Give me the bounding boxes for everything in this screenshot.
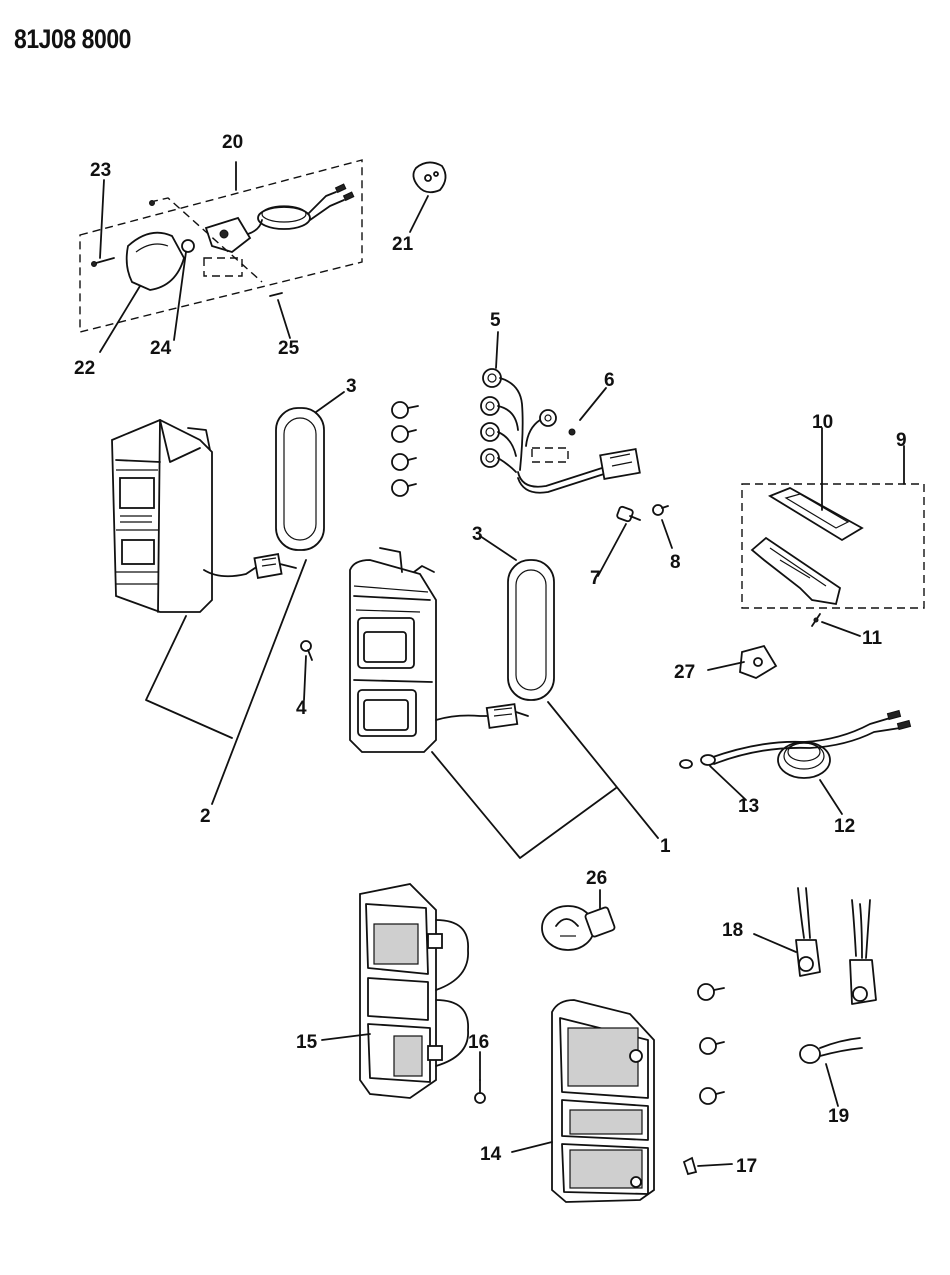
lamp-gasket-lower [507, 559, 555, 701]
bulb-26 [541, 905, 616, 951]
callout-15: 15 [296, 1032, 318, 1053]
socket-harness-18 [795, 887, 877, 1005]
callout-16: 16 [468, 1032, 489, 1053]
callout-12: 12 [834, 816, 855, 837]
bulb-sockets [391, 401, 419, 497]
callout-8: 8 [670, 552, 681, 573]
callout-3-lower: 3 [472, 524, 483, 545]
callout-19: 19 [828, 1106, 849, 1127]
callout-20: 20 [222, 132, 243, 153]
clip-and-screw [616, 504, 669, 523]
license-lamp-gasket [412, 161, 447, 194]
tail-lamp-right-center [349, 547, 529, 753]
callout-2: 2 [200, 806, 211, 827]
callout-5: 5 [490, 310, 501, 331]
callout-3-upper: 3 [346, 376, 357, 397]
callout-1: 1 [660, 836, 671, 857]
clip-17 [682, 1156, 698, 1176]
lamp-lens-right-lower [551, 999, 655, 1203]
lamp-lens-left-lower [359, 883, 469, 1099]
screw-4 [300, 640, 313, 661]
callout-17: 17 [736, 1156, 757, 1177]
page-title: 81J08 8000 [14, 24, 132, 54]
callout-14: 14 [480, 1144, 502, 1165]
callout-27: 27 [674, 662, 695, 683]
callout-7: 7 [590, 568, 601, 589]
callout-25: 25 [278, 338, 300, 359]
callout-23: 23 [90, 160, 111, 181]
tail-lamp-wiring-harness [480, 368, 641, 494]
socket-19 [799, 1037, 863, 1064]
callout-26: 26 [586, 868, 607, 889]
callout-9: 9 [896, 430, 907, 451]
mounting-plate [739, 644, 778, 679]
mounting-bracket-group [741, 483, 925, 609]
lamp-gasket-upper [275, 407, 325, 551]
license-lamp-assembly [79, 159, 363, 333]
callout-24: 24 [150, 338, 172, 359]
callout-21: 21 [392, 234, 414, 255]
screw-11 [811, 613, 821, 627]
callout-13: 13 [738, 796, 759, 817]
callout-18: 18 [722, 920, 743, 941]
callout-10: 10 [812, 412, 833, 433]
leader-lines [99, 161, 905, 1167]
callout-labels: 20 23 21 22 24 25 5 3 6 10 9 3 7 8 11 27… [74, 132, 907, 1177]
callout-6: 6 [604, 370, 615, 391]
callout-4: 4 [296, 698, 307, 719]
tail-lamp-left-upper [111, 419, 297, 613]
bulb-sockets-lower [697, 983, 725, 1105]
callout-11: 11 [862, 628, 883, 649]
callout-22: 22 [74, 358, 95, 379]
screw-16 [474, 1079, 486, 1104]
license-wire-harness [679, 709, 912, 779]
